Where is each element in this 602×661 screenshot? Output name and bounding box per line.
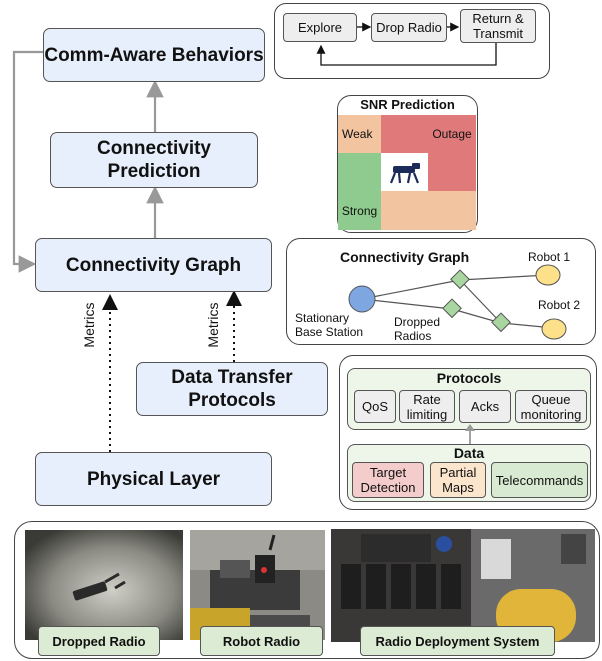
robot2-label: Robot 2 [538,298,581,312]
protocol-rate-limiting: Rate limiting [399,390,455,423]
base-station-label: Stationary Base Station [295,311,375,339]
robot-radio-photo [190,530,325,640]
data-transfer-label: Data Transfer Protocols [171,367,293,411]
data-target-detection: Target Detection [352,462,424,498]
snr-cell [381,191,428,230]
protocol-acks-label: Acks [470,399,500,414]
radio-deployment-system-label-text: Radio Deployment System [375,633,540,649]
dropped-radios-line2: Radios [394,329,432,343]
snr-outage-label: Outage [432,127,472,141]
snr-cell [338,153,381,191]
dropped-radio-photo [25,530,183,640]
dropped-radio-node [491,312,511,333]
physical-layer-label: Physical Layer [86,468,221,490]
snr-cell-outage: Outage [428,115,476,153]
connectivity-prediction-label: Connectivity Prediction [96,138,212,182]
quadruped-robot-icon [389,163,420,184]
snr-cell [428,191,476,230]
behavior-loop-arrows [316,22,497,66]
step-return-transmit-label: Return & Transmit [472,11,524,41]
step-drop-radio: Drop Radio [371,13,447,42]
connectivity-prediction-box: Connectivity Prediction [50,132,258,188]
snr-weak-label: Weak [342,127,373,141]
connectivity-graph-box: Connectivity Graph [35,238,272,292]
base-station-line1: Stationary [295,311,350,325]
robot-radio-label-text: Robot Radio [222,633,301,649]
connectivity-graph-label: Connectivity Graph [65,254,242,276]
dropped-radio-node [442,298,462,319]
metrics-label-right: Metrics [205,302,221,348]
data-title: Data [453,445,485,461]
comm-aware-behaviors-box: Comm-Aware Behaviors [43,28,265,82]
robot2-node [541,318,567,340]
dropped-radios-line1: Dropped [394,315,441,329]
robot1-node [535,264,561,286]
physical-layer-box: Physical Layer [35,452,272,506]
snr-cell [381,115,428,153]
protocol-queue-monitoring-label: Queue monitoring [520,391,582,422]
protocol-qos-label: QoS [361,399,388,414]
snr-cell [428,153,476,191]
protocol-acks: Acks [459,390,511,423]
snr-strong-label: Strong [341,203,378,218]
robot1-label: Robot 1 [528,250,571,264]
connectivity-graph-drawing [348,264,567,340]
robot-radio-label: Robot Radio [200,626,323,656]
snr-grid: Weak Outage Strong [338,115,476,230]
dropped-radio-label-text: Dropped Radio [52,633,146,649]
dropped-radio-label: Dropped Radio [38,626,160,656]
metrics-label-left: Metrics [81,302,97,348]
base-station-line2: Base Station [295,325,364,339]
snr-cell-robot [381,153,428,191]
data-telecommands-label: Telecommands [495,472,584,488]
step-explore-label: Explore [297,20,343,35]
snr-title: SNR Prediction [360,97,455,112]
data-telecommands: Telecommands [491,462,588,498]
step-explore: Explore [283,13,357,42]
data-partial-maps: Partial Maps [430,462,486,498]
snr-cell-strong: Strong [338,191,381,230]
step-return-transmit: Return & Transmit [460,9,536,43]
graph-panel-title: Connectivity Graph [340,249,470,265]
protocols-title: Protocols [436,370,502,386]
data-to-protocols-arrow [465,424,475,445]
protocol-rate-limiting-label: Rate limiting [406,391,448,422]
arrow-behaviors-to-graph [12,50,44,273]
base-station-node [348,285,376,313]
dropped-radios-label: Dropped Radios [394,315,454,343]
step-drop-radio-label: Drop Radio [376,20,442,35]
data-partial-maps-label: Partial Maps [439,465,477,495]
data-target-detection-label: Target Detection [360,465,416,495]
comm-aware-label: Comm-Aware Behaviors [44,44,264,66]
protocol-qos: QoS [354,390,396,423]
dropped-radio-node [450,269,470,290]
data-transfer-protocols-box: Data Transfer Protocols [136,362,328,416]
protocol-queue-monitoring: Queue monitoring [515,390,587,423]
radio-deployment-system-label: Radio Deployment System [360,626,555,656]
snr-cell-weak: Weak [338,115,381,153]
